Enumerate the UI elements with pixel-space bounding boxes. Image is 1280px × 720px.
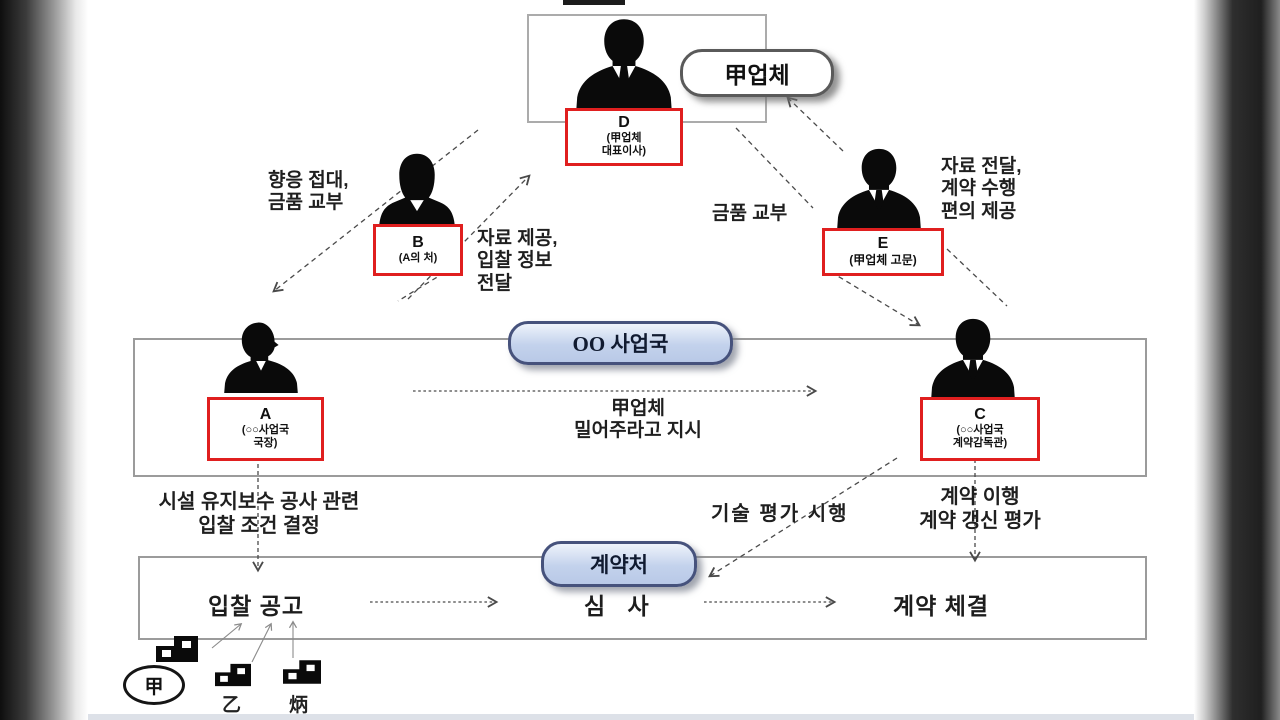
person-e-silhouette-icon <box>837 148 921 230</box>
label-push-company: 甲업체 밀어주라고 지시 <box>574 398 702 442</box>
person-d-label-box: D (甲업체 대표이사) <box>565 108 683 166</box>
person-e-role: (甲업체 고문) <box>849 253 917 268</box>
company-pill-label: 甲업체 <box>724 63 790 88</box>
label-money: 금품 교부 <box>712 203 788 224</box>
person-a-role-line1: (○○사업국 <box>241 424 290 437</box>
person-d-role-line1: (甲업체 <box>606 132 642 145</box>
step-review: 심 사 <box>584 593 657 619</box>
label-tech-eval: 기술 평가 시행 <box>711 503 849 525</box>
person-a-role-line2: 국장) <box>253 437 278 450</box>
bureau-pill-label: OO 사업국 <box>572 332 669 356</box>
bidder3-building-icon <box>283 660 321 684</box>
person-b-label-box: B (A의 처) <box>373 224 463 276</box>
top-crop-bar <box>563 0 625 5</box>
bidder-byeong-label: 炳 <box>289 695 309 716</box>
left-vignette <box>0 0 88 720</box>
person-c-role-line2: 계약감독관) <box>952 437 1008 450</box>
label-entertain: 향응 접대, 금품 교부 <box>268 170 349 214</box>
label-deliver: 자료 전달, 계약 수행 편의 제공 <box>941 156 1022 222</box>
bidder1-building-icon <box>156 636 198 662</box>
arrow-a-to-d <box>407 174 531 300</box>
bidder-gap-label: 甲 <box>144 676 164 698</box>
bidder2-building-icon <box>215 663 251 687</box>
person-d-role-line2: 대표이사) <box>601 145 647 158</box>
person-e-id: E <box>877 235 889 253</box>
arrow-c-to-review <box>708 457 898 578</box>
person-a-silhouette-icon <box>224 322 298 393</box>
arrow-bidder2-to-notice <box>251 622 273 663</box>
person-b-id: B <box>412 234 424 251</box>
person-a-id: A <box>259 406 272 424</box>
bidder-eul-label: 乙 <box>222 695 242 716</box>
line-e-to-c-right <box>946 248 1008 307</box>
person-b-role: (A의 처) <box>398 251 438 264</box>
bidder-gap-ellipse: 甲 <box>123 665 185 705</box>
person-c-role-line1: (○○사업국 <box>956 424 1004 437</box>
label-contract-eval: 계약 이행 계약 갱신 평가 <box>919 486 1041 532</box>
person-c-label-box: C (○○사업국 계약감독관) <box>920 397 1040 461</box>
person-c-id: C <box>974 406 986 424</box>
person-d-id: D <box>618 114 630 132</box>
step-bid-notice: 입찰 공고 <box>208 593 305 619</box>
bottom-strip <box>88 714 1194 720</box>
bureau-pill: OO 사업국 <box>508 321 733 365</box>
line-d-to-money-label <box>735 127 814 209</box>
step-contract-signed: 계약 체결 <box>893 593 990 619</box>
person-b-silhouette-icon <box>379 153 455 228</box>
arrow-d-to-a <box>272 129 479 293</box>
arrow-e-to-company <box>786 96 844 152</box>
label-provide-data: 자료 제공, 입찰 정보 전달 <box>477 228 558 294</box>
contract-pill-label: 계약처 <box>590 553 648 577</box>
person-c-silhouette-icon <box>931 318 1015 400</box>
person-a-label-box: A (○○사업국 국장) <box>207 397 324 461</box>
person-e-label-box: E (甲업체 고문) <box>822 228 944 276</box>
contract-pill: 계약처 <box>541 541 697 587</box>
arrow-e-to-c <box>830 271 922 327</box>
right-vignette <box>1194 0 1280 720</box>
person-d-silhouette-icon <box>576 19 672 112</box>
company-pill: 甲업체 <box>680 49 834 97</box>
arrow-bidder1-to-notice <box>211 622 243 649</box>
label-bid-terms: 시설 유지보수 공사 관련 입찰 조건 결정 <box>158 491 360 537</box>
